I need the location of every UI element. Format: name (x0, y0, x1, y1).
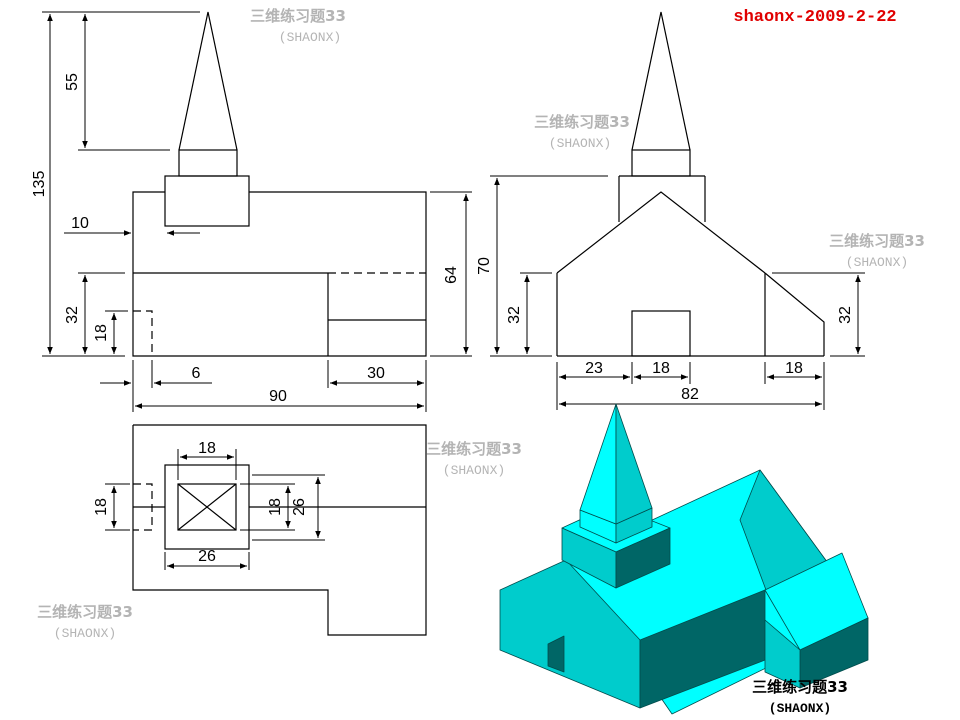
watermark-author-2: (SHAONX) (549, 136, 611, 151)
side-roof (556, 191, 766, 274)
dim-side-18-right: 18 (785, 360, 803, 377)
dim-18: 18 (93, 324, 110, 342)
iso-tower-right (615, 527, 671, 589)
iso-right-block-front (764, 619, 801, 689)
front-view: 135 55 32 18 10 64 6 30 90 (31, 11, 472, 412)
iso-spire-left (579, 403, 617, 525)
front-spire-base (178, 149, 238, 177)
dim-side-32-right: 32 (837, 306, 854, 324)
watermark-title-5: 三维练习题33 (37, 603, 133, 621)
dim-135: 135 (31, 171, 48, 198)
side-door (631, 310, 691, 357)
dim-top-18: 18 (198, 440, 216, 457)
side-spire-base (631, 149, 691, 177)
caption-title: 三维练习题33 (752, 678, 848, 696)
dim-82: 82 (681, 386, 699, 403)
top-outline (132, 424, 427, 636)
iso-spire-right (615, 403, 653, 525)
dim-side-18-door: 18 (652, 360, 670, 377)
dim-10: 10 (71, 215, 89, 232)
caption-author: (SHAONX) (769, 701, 831, 716)
dim-6: 6 (192, 365, 201, 382)
dim-top-side-18: 18 (267, 498, 284, 516)
watermark-title-1: 三维练习题33 (250, 7, 346, 25)
isometric-model (499, 403, 869, 715)
watermark-title-4: 三维练习题33 (426, 440, 522, 458)
dim-side-32-left: 32 (506, 306, 523, 324)
top-opening-hidden (133, 483, 153, 531)
dim-55: 55 (64, 73, 81, 91)
dim-32: 32 (64, 306, 81, 324)
watermark-title-3: 三维练习题33 (829, 232, 925, 250)
front-tower (164, 175, 250, 227)
front-opening-hidden (133, 310, 153, 356)
front-spire (178, 11, 238, 151)
dim-30: 30 (367, 365, 385, 382)
watermark-author-5: (SHAONX) (54, 626, 116, 641)
dim-64: 64 (443, 266, 460, 284)
watermark-author-3: (SHAONX) (846, 255, 908, 270)
top-view: 18 26 18 26 18 (93, 424, 427, 636)
watermark-title-2: 三维练习题33 (534, 113, 630, 131)
watermark-author-4: (SHAONX) (443, 463, 505, 478)
dim-top-side-26: 26 (291, 498, 308, 516)
dim-top-26: 26 (198, 548, 216, 565)
signature: shaonx-2009-2-22 (733, 8, 896, 27)
dim-23: 23 (585, 360, 603, 377)
watermark-author-1: (SHAONX) (279, 30, 341, 45)
dim-90: 90 (269, 388, 287, 405)
side-right-slope (764, 272, 825, 356)
iso-front-opening (547, 635, 565, 673)
watermarks: 三维练习题33 (SHAONX) 三维练习题33 (SHAONX) 三维练习题3… (37, 7, 925, 641)
dim-70: 70 (476, 257, 493, 275)
top-tower (164, 464, 250, 550)
top-spire-base (177, 483, 237, 531)
front-body-outline (132, 191, 427, 357)
dim-top-left-18: 18 (93, 498, 110, 516)
side-view: 70 32 32 23 18 18 82 (476, 11, 865, 410)
side-spire (631, 11, 691, 151)
